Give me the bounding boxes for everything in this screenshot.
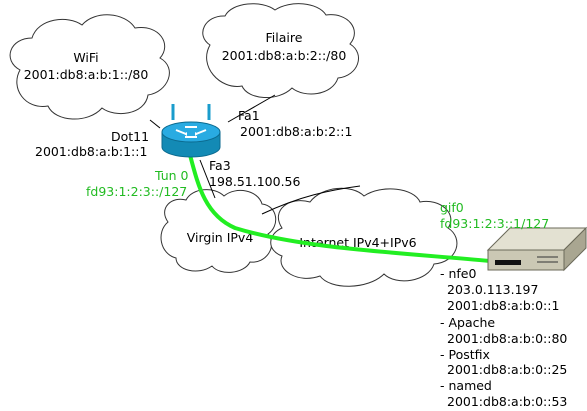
service-postfix-addr: 2001:db8:a:b:0::25 bbox=[447, 362, 567, 377]
server-icon bbox=[486, 226, 587, 272]
gif0-addr: fd93:1:2:3::1/127 bbox=[440, 216, 549, 231]
service-apache-addr: 2001:db8:a:b:0::80 bbox=[447, 331, 567, 346]
internet-cloud: Internet IPv4+IPv6 bbox=[270, 187, 458, 287]
virgin-cloud-name: Virgin IPv4 bbox=[187, 230, 254, 245]
wifi-cloud: WiFi 2001:db8:a:b:1::/80 bbox=[9, 14, 170, 120]
service-nfe0-label: - nfe0 bbox=[440, 266, 476, 281]
link-fa1-filaire bbox=[227, 94, 276, 123]
router-icon bbox=[161, 104, 221, 158]
link-virgin-internet-top bbox=[261, 185, 361, 215]
service-nfe0-ipv4: 203.0.113.197 bbox=[447, 282, 538, 297]
dot11-name: Dot11 bbox=[111, 129, 149, 144]
tunnel-line bbox=[188, 154, 491, 263]
gif0-name: gif0 bbox=[440, 200, 464, 215]
filaire-cloud: Filaire 2001:db8:a:b:2::/80 bbox=[202, 3, 360, 99]
service-named-label: - named bbox=[440, 378, 492, 393]
link-dot11-wifi bbox=[149, 119, 161, 129]
fa1-name: Fa1 bbox=[238, 108, 260, 123]
filaire-cloud-name: Filaire bbox=[266, 30, 303, 45]
wifi-cloud-name: WiFi bbox=[73, 50, 98, 65]
wifi-cloud-prefix: 2001:db8:a:b:1::/80 bbox=[24, 67, 149, 82]
filaire-cloud-prefix: 2001:db8:a:b:2::/80 bbox=[222, 48, 347, 63]
dot11-addr: 2001:db8:a:b:1::1 bbox=[35, 144, 147, 159]
tun0-name: Tun 0 bbox=[154, 168, 189, 183]
fa1-addr: 2001:db8:a:b:2::1 bbox=[240, 124, 352, 139]
service-nfe0-ipv6: 2001:db8:a:b:0::1 bbox=[447, 298, 559, 313]
virgin-cloud: Virgin IPv4 bbox=[160, 189, 277, 273]
service-named-addr: 2001:db8:a:b:0::53 bbox=[447, 394, 567, 409]
service-apache-label: - Apache bbox=[440, 315, 495, 330]
services-list: - nfe0 203.0.113.197 2001:db8:a:b:0::1 -… bbox=[440, 266, 567, 409]
fa3-name: Fa3 bbox=[209, 158, 231, 173]
service-postfix-label: - Postfix bbox=[440, 347, 490, 362]
link-fa3-virgin bbox=[199, 159, 216, 199]
fa3-addr: 198.51.100.56 bbox=[209, 174, 300, 189]
tun0-addr: fd93:1:2:3::/127 bbox=[86, 184, 187, 199]
